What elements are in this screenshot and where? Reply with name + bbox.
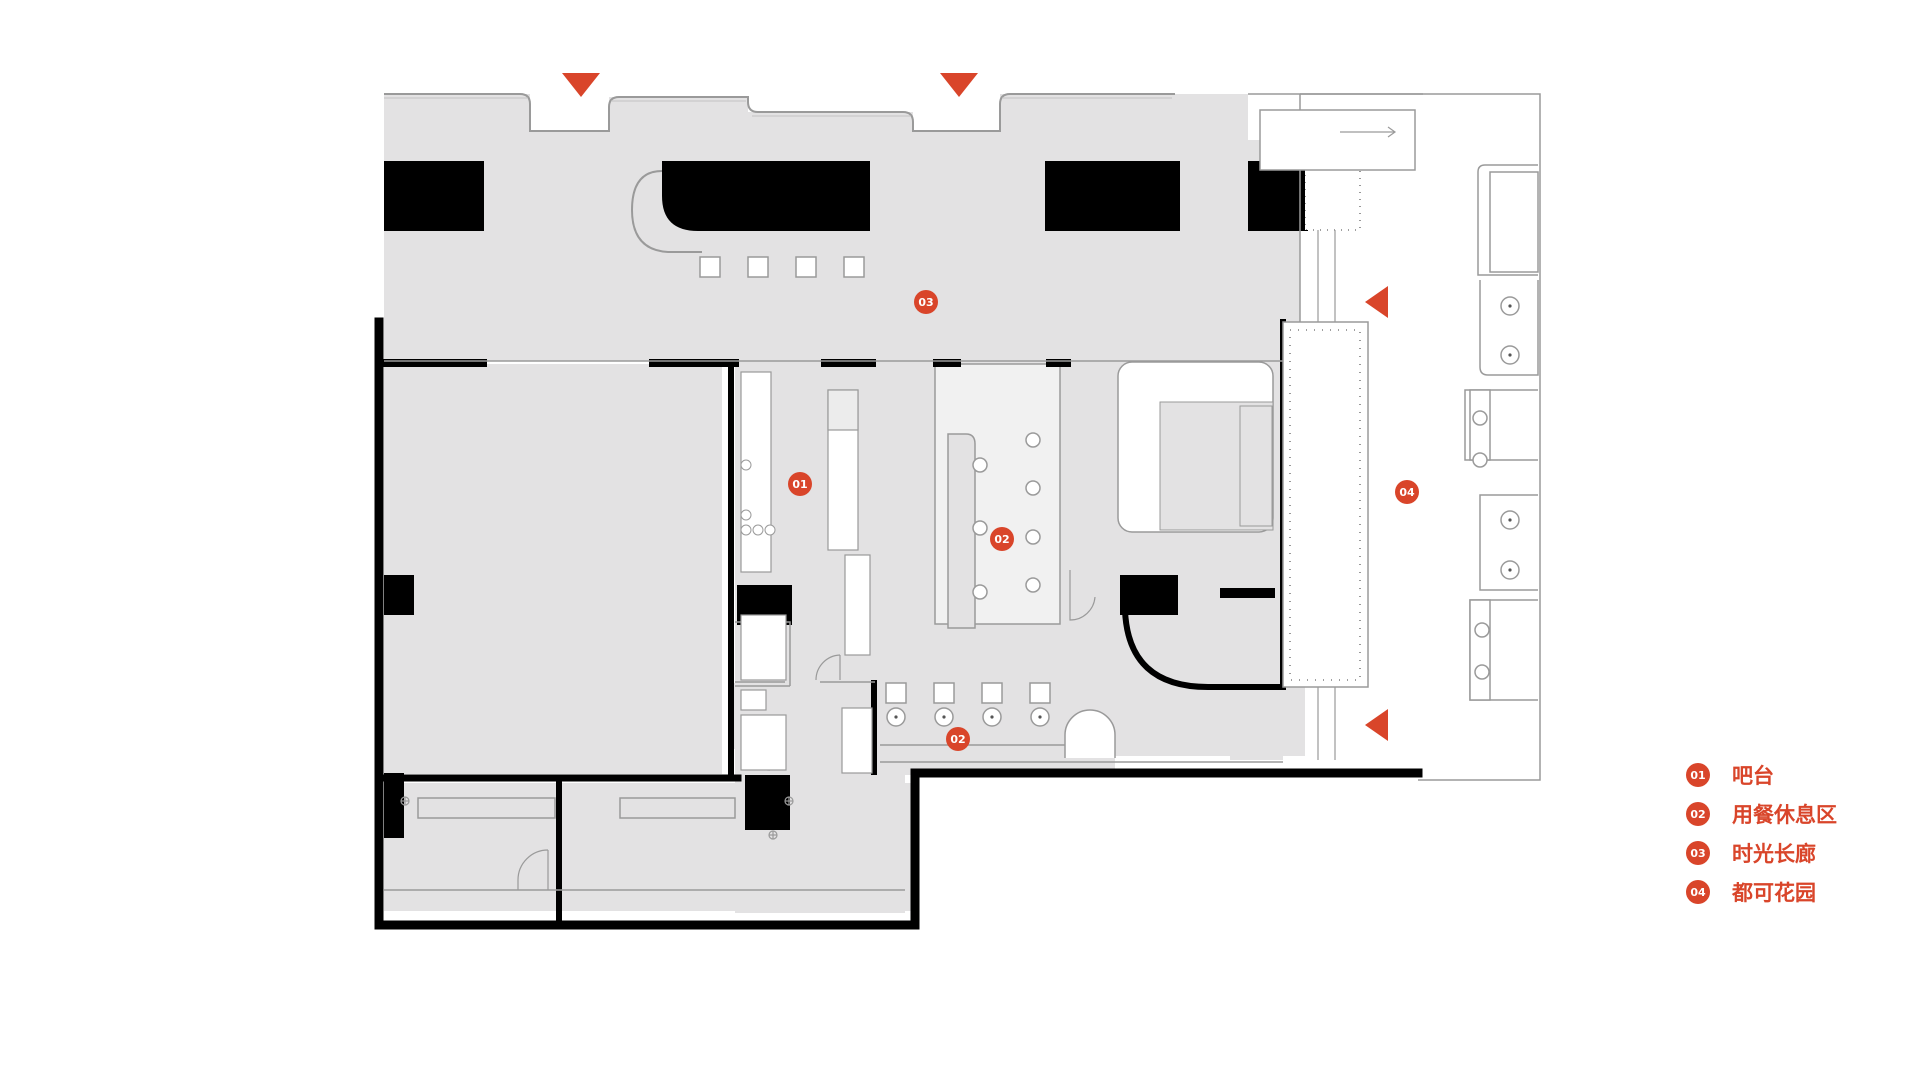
legend-item: 04 都可花园 xyxy=(1686,880,1837,905)
legend-badge: 01 xyxy=(1686,763,1710,787)
marker-04: 04 xyxy=(1395,480,1419,504)
marker-03: 03 xyxy=(914,290,938,314)
legend-label: 吧台 xyxy=(1732,764,1774,788)
legend-item: 01 吧台 xyxy=(1686,763,1837,788)
marker-02-bar: 02 xyxy=(946,727,970,751)
legend-label: 用餐休息区 xyxy=(1732,803,1837,827)
svg-text:02: 02 xyxy=(950,733,965,746)
kitchen-fixture-circles xyxy=(740,459,776,536)
counter-seats xyxy=(972,432,1041,600)
entrance-arrows xyxy=(562,73,1388,741)
entrance-arrow-right-upper xyxy=(1365,286,1388,318)
legend-badge: 04 xyxy=(1686,880,1710,904)
legend-badge: 03 xyxy=(1686,841,1710,865)
legend-label: 时光长廊 xyxy=(1732,842,1816,866)
garden-seat-dots xyxy=(1508,304,1512,572)
top-facade xyxy=(384,93,1175,132)
legend-item: 02 用餐休息区 xyxy=(1686,802,1837,827)
left-rooms xyxy=(400,796,794,890)
bar-stool-dots xyxy=(894,715,1042,719)
legend: 01 吧台 02 用餐休息区 03 时光长廊 04 都可花园 xyxy=(1686,763,1837,919)
thick-walls xyxy=(374,317,1423,930)
legend-badge: 02 xyxy=(1686,802,1710,826)
entrance-arrow-top-left xyxy=(562,73,600,97)
area-markers: 01 02 02 03 04 xyxy=(788,290,1419,751)
svg-text:03: 03 xyxy=(918,296,933,309)
garden-seating xyxy=(1464,164,1539,701)
svg-text:02: 02 xyxy=(994,533,1009,546)
entrance-arrow-right-lower xyxy=(1365,709,1388,741)
marker-02-counter: 02 xyxy=(990,527,1014,551)
wall-blocks xyxy=(384,161,1308,838)
marker-01: 01 xyxy=(788,472,812,496)
svg-text:04: 04 xyxy=(1399,486,1415,499)
legend-label: 都可花园 xyxy=(1732,881,1816,905)
kitchen-fixtures xyxy=(740,371,1096,774)
svg-text:01: 01 xyxy=(792,478,807,491)
garden-planter xyxy=(1259,109,1416,760)
legend-item: 03 时光长廊 xyxy=(1686,841,1837,866)
entrance-arrow-top-right xyxy=(940,73,978,97)
